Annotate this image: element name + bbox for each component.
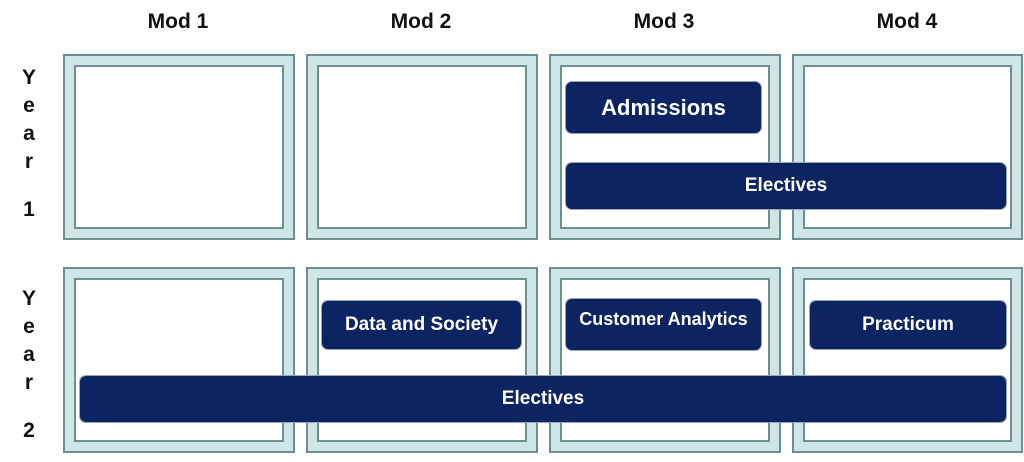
row-label-letter: r (24, 371, 34, 394)
grid-cell-year1-mod1 (63, 54, 295, 240)
column-header-mod-3: Mod 3 (633, 10, 695, 33)
row-label-letter: e (23, 315, 35, 338)
row-label-letter: r (24, 150, 34, 173)
column-header-mod-1: Mod 1 (147, 10, 209, 33)
row-label-letter: Y (21, 287, 36, 310)
row-label-letter: a (23, 343, 35, 366)
row-label-number: 2 (23, 419, 35, 442)
grid-cell-year2-mod4 (792, 267, 1023, 453)
cell-inner (74, 65, 284, 229)
course-block-electives-year2: Electives (79, 375, 1007, 423)
grid-cell-year2-mod1 (63, 267, 295, 453)
course-block-electives-year1: Electives (565, 162, 1007, 210)
row-label-number: 1 (23, 198, 35, 221)
course-block-data-and-society: Data and Society (321, 300, 522, 350)
row-label-letter: Y (21, 66, 36, 89)
row-label-year-2: Y e a r 2 (14, 285, 44, 445)
column-header-mod-2: Mod 2 (390, 10, 452, 33)
row-label-letter: a (23, 122, 35, 145)
grid-cell-year2-mod3 (549, 267, 781, 453)
grid-cell-year1-mod4 (792, 54, 1023, 240)
grid-cell-year1-mod2 (306, 54, 538, 240)
course-block-customer-analytics: Customer Analytics (565, 298, 762, 351)
cell-inner (317, 65, 527, 229)
grid-cell-year2-mod2 (306, 267, 538, 453)
column-header-mod-4: Mod 4 (876, 10, 938, 33)
row-label-letter: e (23, 94, 35, 117)
course-block-practicum: Practicum (809, 300, 1007, 350)
row-label-year-1: Y e a r 1 (14, 64, 44, 224)
course-block-admissions: Admissions (565, 81, 762, 134)
